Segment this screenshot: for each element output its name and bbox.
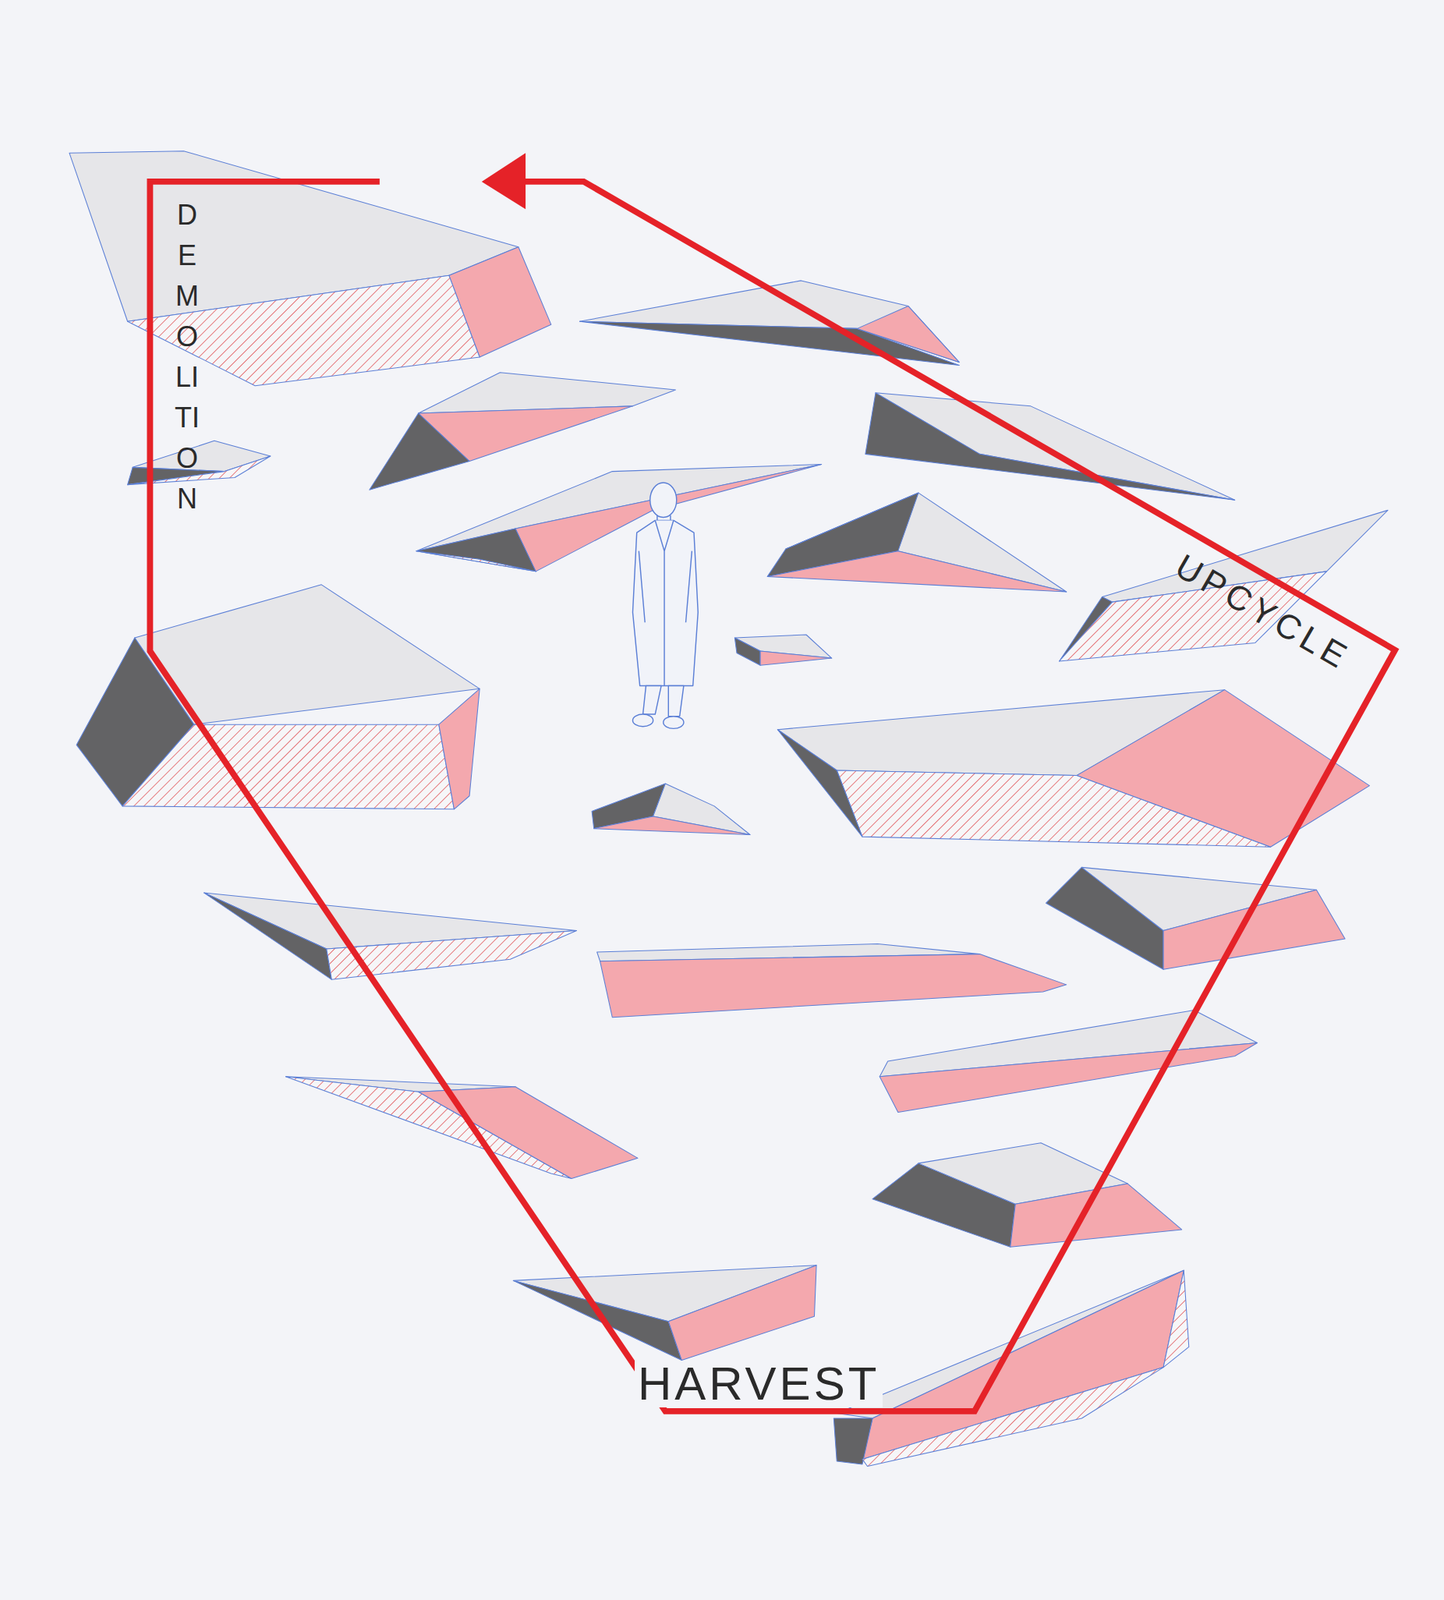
stage-label: DEMOLITION — [173, 194, 202, 520]
cycle-path — [149, 152, 1395, 1412]
person-figure — [632, 482, 698, 729]
stage-label: HARVEST — [634, 1360, 883, 1408]
